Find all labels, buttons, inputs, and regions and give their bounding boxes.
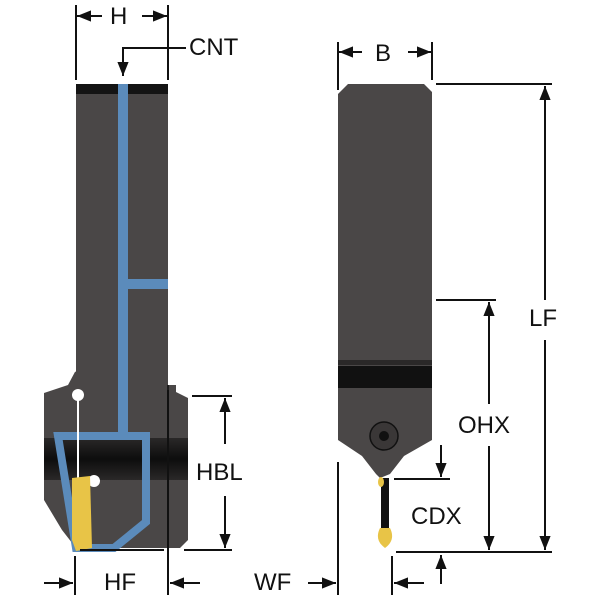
blade-stem	[381, 478, 389, 528]
front-view	[44, 84, 188, 552]
relief-hole-top	[72, 389, 84, 401]
grooving-insert	[72, 476, 92, 551]
side-insert-top	[378, 477, 384, 487]
dimension-lines	[44, 5, 552, 595]
relief-hole-bottom	[88, 475, 100, 487]
label-hf: HF	[104, 569, 136, 596]
side-insert-tip	[377, 528, 393, 548]
label-cdx: CDX	[411, 503, 462, 530]
label-wf: WF	[254, 569, 292, 596]
side-band	[338, 366, 432, 388]
lower-band	[44, 438, 188, 480]
side-view	[338, 84, 432, 548]
shank-notch	[70, 356, 76, 372]
label-hbl: HBL	[196, 459, 243, 486]
side-shank-body	[338, 84, 432, 478]
screw-torx-icon	[379, 431, 389, 441]
label-h: H	[110, 3, 128, 30]
label-ohx: OHX	[458, 412, 511, 439]
label-lf: LF	[529, 305, 558, 332]
label-cnt: CNT	[189, 34, 239, 61]
side-band-highlight	[338, 360, 432, 365]
label-b: B	[375, 40, 392, 67]
